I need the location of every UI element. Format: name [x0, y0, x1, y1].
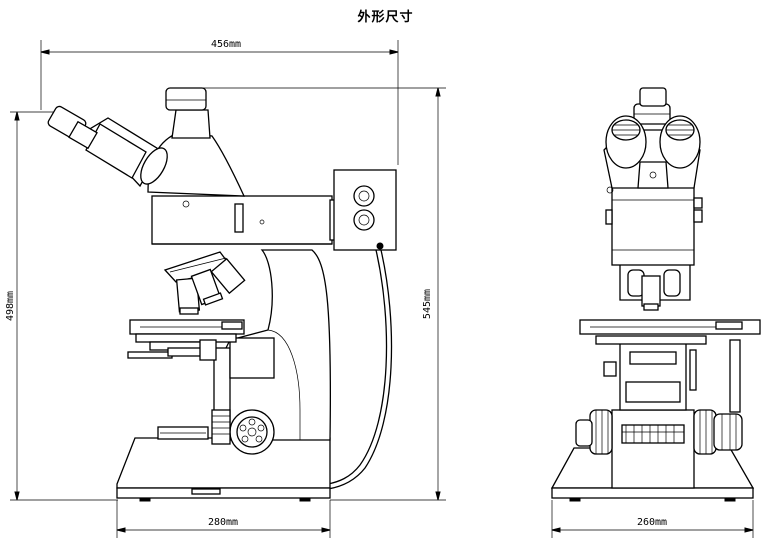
microscope-front-view [550, 87, 761, 502]
dimension-height-545: 545mm [190, 87, 446, 501]
base-260-label: 260mm [637, 517, 667, 528]
width-label: 456mm [211, 39, 241, 50]
drawing-title: 外形尺寸 [357, 10, 414, 25]
microscope-side-view [47, 87, 397, 502]
dimension-base-280: 280mm [116, 500, 331, 538]
height-545-label: 545mm [422, 289, 433, 319]
dimension-base-260: 260mm [551, 500, 754, 538]
dimension-width-456: 456mm [40, 39, 399, 165]
height-498-label: 498mm [5, 291, 16, 321]
base-280-label: 280mm [208, 517, 238, 528]
dimension-height-498: 498mm [5, 111, 118, 501]
